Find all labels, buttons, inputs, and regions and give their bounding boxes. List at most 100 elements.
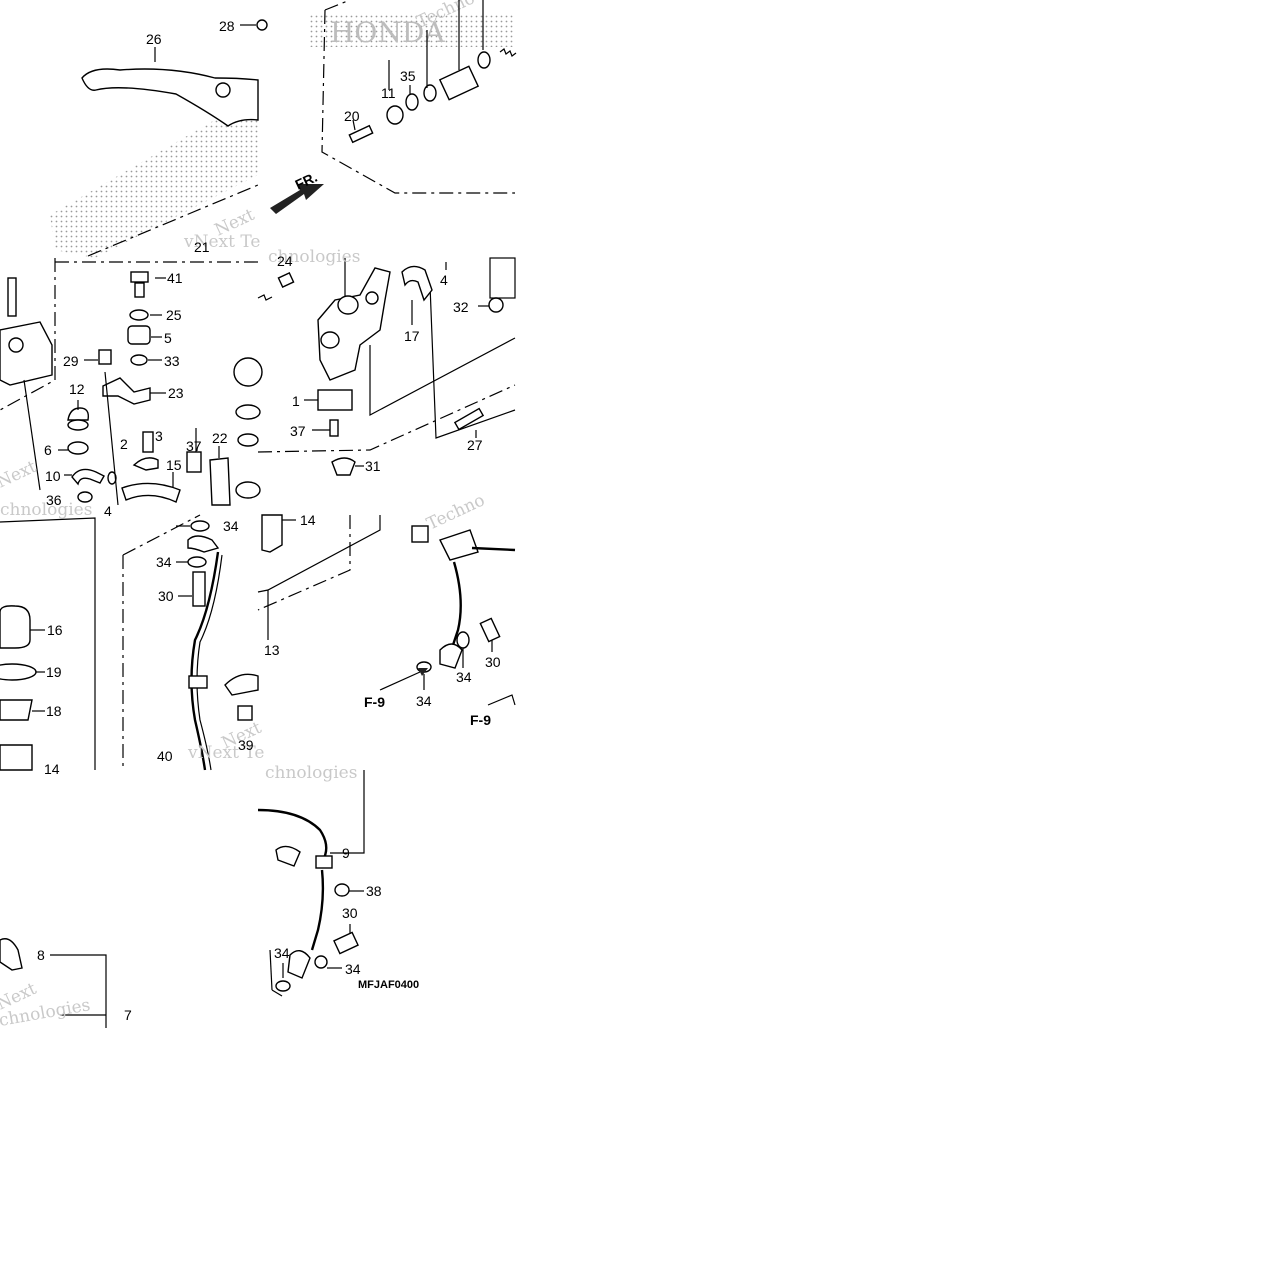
- callout-7: 7: [124, 1007, 132, 1023]
- callout-20: 20: [344, 108, 360, 124]
- reservoir-14: [0, 744, 33, 771]
- callout-30-h: 30: [342, 905, 358, 921]
- callout-4-d: 4: [440, 272, 448, 288]
- bolt-left: [7, 277, 17, 317]
- master-cylinder-body: [317, 267, 391, 381]
- switch-1: [317, 389, 353, 411]
- bolt-top-f: [411, 525, 429, 543]
- callout-28: 28: [219, 18, 235, 34]
- callout-34-e1: 34: [223, 518, 239, 534]
- watermark-next-c: Next: [0, 457, 40, 493]
- callout-14-e: 14: [44, 761, 60, 777]
- piston: [438, 65, 480, 101]
- diaphragm-18: [0, 699, 33, 721]
- part-2: [142, 431, 154, 453]
- callout-11: 11: [381, 85, 396, 101]
- callout-14-f: 14: [300, 512, 316, 528]
- callout-21: 21: [194, 239, 210, 255]
- callout-22: 22: [212, 430, 228, 446]
- callout-26: 26: [146, 31, 162, 47]
- banjo-lower: [439, 643, 463, 669]
- tile-master-cylinder: chnologies 4 32 17 1 37 31 27 24: [257, 247, 516, 476]
- callout-32: 32: [453, 299, 469, 315]
- callout-35: 35: [400, 68, 416, 84]
- bolt-30-e: [192, 571, 206, 607]
- group-border: [0, 258, 56, 411]
- part-10: [71, 468, 105, 486]
- master-cylinder-edge: [0, 321, 53, 386]
- tile-caliper-hose: Next chnologies 8 7: [0, 938, 132, 1031]
- callout-29: 29: [63, 353, 79, 369]
- callout-36: 36: [46, 492, 62, 508]
- part-3: [132, 457, 159, 471]
- tile-lower-hose: chnologies 9 38 30 34 34 MFJAF0400: [257, 763, 419, 997]
- cap-16-right: [233, 357, 263, 387]
- callout-16: 16: [47, 622, 63, 638]
- callout-40: 40: [157, 748, 173, 764]
- part-5: [127, 325, 151, 345]
- holder-17: [401, 265, 433, 302]
- callout-27: 27: [467, 437, 483, 453]
- cap-16: [0, 605, 31, 649]
- callout-6: 6: [44, 442, 52, 458]
- callout-24: 24: [277, 253, 293, 269]
- shaded-brand-area: [310, 15, 515, 47]
- part-37-left: [186, 451, 202, 473]
- nut-38: [334, 883, 350, 897]
- callout-34-f2: 34: [416, 693, 432, 709]
- plate-19: [0, 663, 37, 681]
- callout-1: 1: [292, 393, 300, 409]
- ref-f9-left: F-9: [364, 694, 385, 710]
- callout-37-c: 37: [186, 438, 202, 454]
- watermark-text: vNext Te: [183, 232, 260, 252]
- callout-12: 12: [69, 381, 85, 397]
- watermark-e: vNext Te: [187, 743, 264, 763]
- mc-bracket-line: [369, 337, 516, 416]
- tile-reservoir-hardware: Next chnologies 21 41 25 5 33 23 29 12 6…: [0, 239, 263, 520]
- callout-3: 3: [155, 428, 163, 444]
- callout-39: 39: [238, 737, 254, 753]
- callout-41: 41: [167, 270, 183, 286]
- reservoir-bracket: [0, 517, 96, 770]
- brake-hose-9: [257, 808, 328, 859]
- watermark-d: chnologies: [268, 247, 360, 267]
- three-way-joint: [439, 529, 479, 561]
- callout-9: 9: [342, 845, 350, 861]
- part-15: [121, 482, 181, 503]
- callout-31: 31: [365, 458, 381, 474]
- brake-hose-upper: [190, 551, 220, 771]
- nut-32: [488, 297, 504, 313]
- callout-34-f1: 34: [456, 669, 472, 685]
- part-33: [130, 354, 148, 366]
- callout-38: 38: [366, 883, 382, 899]
- part-23: [102, 377, 151, 405]
- callout-5: 5: [164, 330, 172, 346]
- diagram-code: MFJAF0400: [358, 979, 419, 991]
- tile-piston-kit: HONDA Techno FR. 35 11 20: [270, 0, 517, 214]
- kit-border: [321, 9, 515, 194]
- part-20: [348, 124, 374, 144]
- callout-37-d: 37: [290, 423, 306, 439]
- callout-30-e: 30: [158, 588, 174, 604]
- callout-10: 10: [45, 468, 61, 484]
- watermark-f: Techno: [424, 490, 488, 534]
- hose-clamp: [275, 845, 301, 867]
- part-41: [134, 282, 145, 298]
- cap-31: [331, 457, 356, 476]
- part-29: [98, 349, 112, 365]
- callout-19: 19: [46, 664, 62, 680]
- callout-34-e2: 34: [156, 554, 172, 570]
- callout-17: 17: [404, 328, 420, 344]
- brand-watermark: HONDA: [330, 16, 445, 49]
- caliper-edge: [0, 938, 23, 971]
- callout-4-c: 4: [104, 503, 112, 519]
- callout-30-f: 30: [485, 654, 501, 670]
- watermark-tech-c: chnologies: [0, 500, 92, 520]
- reservoir-14-f: [261, 514, 283, 553]
- tile-reservoir: vNext Te Next 34 34 30 16 19 18 14 40 39: [0, 514, 265, 777]
- tile-hose-joint: Techno 13 14 30 34 34 F-9 F-9: [257, 490, 516, 728]
- bolt-27: [453, 407, 485, 431]
- lever-pivot: [215, 82, 231, 98]
